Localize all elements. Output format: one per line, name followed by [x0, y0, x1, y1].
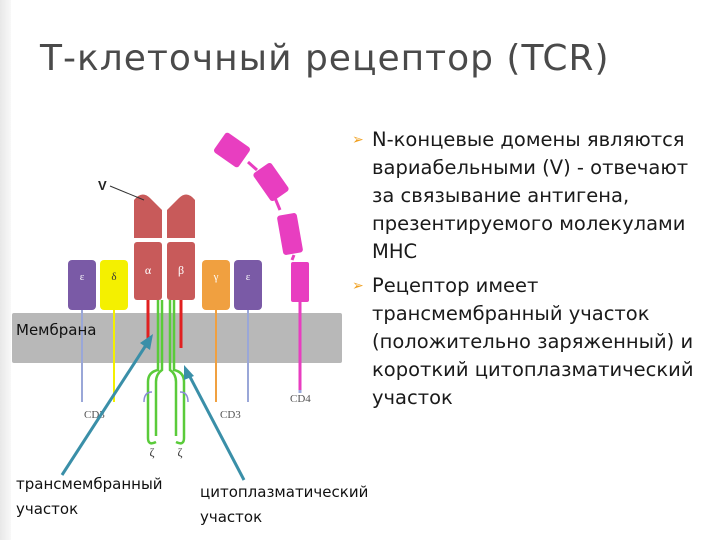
cd4-molecule: CD4: [214, 132, 311, 405]
cd3-right-label: CD3: [220, 409, 241, 421]
v-domain-label: V: [98, 178, 107, 193]
cd3-left-complex: ε δ CD3: [68, 260, 128, 421]
tcr-alpha-beta: α β: [134, 194, 195, 348]
hollow-arrow-bullet-icon: ➢: [352, 132, 364, 148]
epsilon-right-label: ε: [246, 271, 251, 283]
epsilon-left-label: ε: [80, 271, 85, 283]
bullet-list: ➢ N-концевые домены являются вариабельны…: [352, 126, 702, 418]
transmembrane-arrow: [60, 334, 153, 476]
membrane-label: Мембрана: [16, 321, 97, 339]
bullet-item: ➢ N-концевые домены являются вариабельны…: [352, 126, 702, 266]
membrane-band: [12, 313, 342, 363]
cd3-right-complex: γ ε CD3: [202, 260, 262, 421]
zeta-chains: ζ ζ: [143, 300, 189, 459]
cytoplasmic-label-line2: участок: [200, 508, 263, 526]
bullet-text: N-концевые домены являются вариабельными…: [372, 128, 689, 263]
cd4-label: CD4: [290, 393, 311, 405]
alpha-chain-label: α: [145, 263, 152, 277]
zeta-left-label: ζ: [150, 445, 155, 459]
hollow-arrow-bullet-icon: ➢: [352, 278, 364, 294]
delta-label: δ: [111, 271, 116, 283]
tcr-diagram: CD4 α β V ε δ CD3 γ ε CD3: [12, 132, 342, 481]
bullet-item: ➢ Рецептор имеет трансмембранный участок…: [352, 272, 702, 412]
cytoplasmic-label-line1: цитоплазматический: [200, 483, 369, 501]
bullet-text: Рецептор имеет трансмембранный участок (…: [372, 274, 694, 409]
zeta-right-label: ζ: [178, 445, 183, 459]
beta-chain-label: β: [178, 263, 184, 277]
transmembrane-label-line2: участок: [16, 500, 79, 518]
left-decorative-strip: [0, 0, 11, 540]
cytoplasmic-arrow: [184, 365, 246, 481]
slide-title: Т-клеточный рецептор (TCR): [40, 38, 610, 79]
gamma-label: γ: [213, 271, 219, 283]
v-leader-line: [109, 185, 145, 201]
transmembrane-label-line1: трансмембранный: [16, 475, 163, 493]
